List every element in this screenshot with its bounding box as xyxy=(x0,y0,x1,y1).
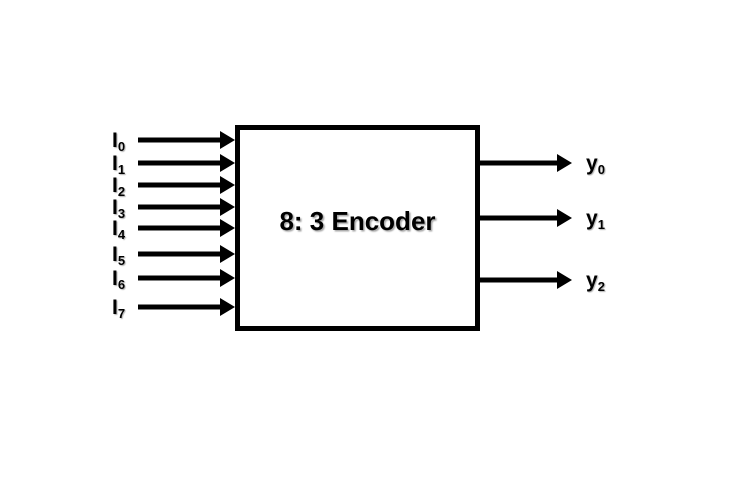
input-i3-row: I3 xyxy=(108,193,235,221)
input-i5-sub: 5 xyxy=(117,252,126,268)
input-i5-arrow-icon xyxy=(138,245,235,263)
output-y1-label: y1 xyxy=(586,206,605,232)
output-y2-base: y xyxy=(586,268,598,292)
input-i3-sub: 3 xyxy=(117,205,126,221)
output-y1-sub: 1 xyxy=(597,216,605,232)
input-i1-arrow-icon xyxy=(138,154,235,172)
input-i7-base: I xyxy=(112,295,118,319)
input-i0-sub: 0 xyxy=(117,138,126,154)
input-i4-sub: 4 xyxy=(117,226,126,242)
input-i4-arrow-icon xyxy=(138,219,235,237)
input-i1-sub: 1 xyxy=(117,161,126,177)
output-y2-label: y2 xyxy=(586,268,605,294)
input-i7-row: I7 xyxy=(108,293,235,321)
output-y0-arrow-icon xyxy=(480,154,572,172)
input-i4-base: I xyxy=(112,216,118,240)
encoder-box: 8: 3 Encoder xyxy=(235,125,480,331)
input-i1-label: I1 xyxy=(108,151,138,177)
input-i2-sub: 2 xyxy=(117,183,126,199)
input-i0-base: I xyxy=(112,128,118,152)
input-i1-base: I xyxy=(112,151,118,175)
input-i6-base: I xyxy=(112,266,118,290)
input-i2-arrow-icon xyxy=(138,176,235,194)
input-i6-row: I6 xyxy=(108,264,235,292)
input-i4-row: I4 xyxy=(108,214,235,242)
input-i6-arrow-icon xyxy=(138,269,235,287)
output-y1-arrow-icon xyxy=(480,209,572,227)
input-i0-row: I0 xyxy=(108,126,235,154)
input-i5-label: I5 xyxy=(108,242,138,268)
input-i4-label: I4 xyxy=(108,216,138,242)
encoder-title: 8: 3 Encoder xyxy=(279,205,436,236)
output-y0-base: y xyxy=(586,151,598,175)
input-i3-label: I3 xyxy=(108,195,138,221)
input-i0-label: I0 xyxy=(108,128,138,154)
output-y1-base: y xyxy=(586,206,598,230)
input-i5-row: I5 xyxy=(108,240,235,268)
output-y2-arrow-icon xyxy=(480,271,572,289)
input-i3-base: I xyxy=(112,195,118,219)
output-y1-row: y1 xyxy=(480,204,605,232)
output-y0-sub: 0 xyxy=(597,161,605,177)
output-y2-row: y2 xyxy=(480,266,605,294)
output-y0-row: y0 xyxy=(480,149,605,177)
input-i7-sub: 7 xyxy=(117,305,126,321)
input-i5-base: I xyxy=(112,242,118,266)
input-i7-label: I7 xyxy=(108,295,138,321)
input-i1-row: I1 xyxy=(108,149,235,177)
input-i2-label: I2 xyxy=(108,173,138,199)
input-i7-arrow-icon xyxy=(138,298,235,316)
input-i0-arrow-icon xyxy=(138,131,235,149)
output-y0-label: y0 xyxy=(586,151,605,177)
output-y2-sub: 2 xyxy=(597,278,605,294)
input-i2-base: I xyxy=(112,173,118,197)
input-i6-label: I6 xyxy=(108,266,138,292)
input-i6-sub: 6 xyxy=(117,276,126,292)
input-i2-row: I2 xyxy=(108,171,235,199)
